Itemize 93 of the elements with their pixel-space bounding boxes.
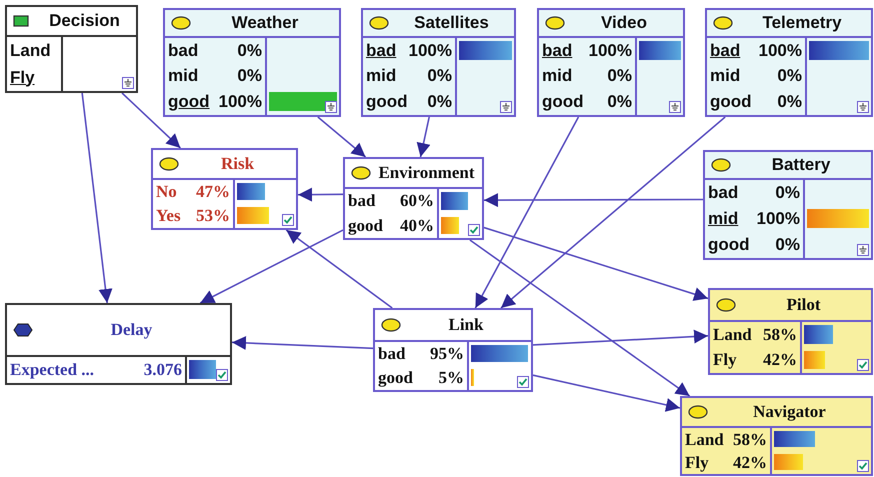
arrow [317, 116, 366, 158]
state-value: 53% [196, 206, 230, 226]
network-node [373, 308, 533, 392]
arrow [484, 226, 708, 301]
state-value: 0% [427, 66, 452, 86]
node-title: Battery [772, 155, 830, 175]
state-label: mid [168, 66, 198, 86]
state-label: Yes [156, 206, 181, 226]
state-value: 58% [733, 430, 767, 450]
network-node [680, 396, 873, 476]
state-value: 100% [218, 92, 262, 112]
state-value: 0% [777, 92, 802, 112]
node-title: Navigator [753, 402, 826, 422]
state-value: 0% [775, 235, 800, 255]
state-value: 100% [408, 40, 452, 61]
state-label: Fly [10, 68, 35, 88]
node-title: Delay [110, 320, 152, 340]
state-value: 100% [756, 209, 800, 229]
state-label: good [710, 92, 752, 112]
network-node [361, 8, 516, 117]
state-value: 0% [607, 92, 632, 112]
state-value: 0% [237, 40, 262, 61]
arrow [474, 116, 580, 308]
state-value: 0% [237, 66, 262, 86]
state-value: 5% [438, 368, 464, 388]
node-title: Telemetry [762, 13, 842, 33]
state-value: 3.076 [144, 360, 182, 380]
state-value: 100% [588, 40, 632, 61]
state-value: 100% [758, 40, 802, 61]
state-label: bad [366, 40, 396, 61]
arrow [286, 229, 393, 309]
node-title: Risk [220, 154, 254, 174]
node-title: Pilot [786, 295, 820, 315]
state-label: good [542, 92, 584, 112]
state-label: good [168, 92, 210, 112]
node-title: Video [601, 13, 647, 33]
state-label: Land [10, 40, 51, 60]
state-label: mid [366, 66, 396, 86]
state-label: Expected ... [10, 360, 94, 380]
network-node [163, 8, 341, 117]
network-node [5, 5, 138, 93]
state-value: 42% [733, 452, 767, 472]
node-title: Satellites [414, 13, 489, 33]
node-title: Decision [49, 11, 120, 31]
state-value: 47% [196, 182, 230, 202]
state-value: 42% [763, 350, 797, 370]
state-value: 0% [427, 92, 452, 112]
state-label: Land [685, 430, 724, 450]
arrow [469, 239, 690, 397]
arrow [200, 229, 344, 304]
node-title: Weather [232, 13, 298, 33]
arrow [532, 330, 708, 346]
state-label: good [348, 216, 383, 236]
state-label: Fly [685, 452, 709, 472]
state-value: 0% [775, 183, 800, 203]
state-label: bad [348, 191, 376, 212]
state-label: bad [378, 344, 406, 364]
arrow [298, 188, 343, 202]
state-label: bad [168, 40, 198, 61]
state-value: 0% [607, 66, 632, 86]
state-label: bad [708, 183, 738, 203]
network-node [705, 8, 873, 117]
network-node [151, 148, 298, 230]
state-value: 60% [400, 191, 434, 212]
arrow [81, 92, 112, 304]
state-label: bad [710, 40, 740, 61]
network-node [343, 157, 484, 240]
state-label: mid [542, 66, 572, 86]
node-title: Environment [378, 163, 475, 183]
state-value: 58% [763, 324, 797, 345]
arrow [532, 374, 680, 412]
state-label: good [708, 235, 750, 255]
network-node [708, 288, 873, 375]
state-label: Land [713, 324, 752, 345]
arrow [232, 336, 374, 350]
network-node [5, 303, 232, 385]
arrow [122, 92, 181, 149]
arrow [416, 116, 430, 158]
state-label: mid [710, 66, 740, 86]
network-node [703, 150, 873, 260]
state-label: good [378, 368, 413, 388]
state-value: 40% [400, 216, 434, 236]
state-value: 0% [777, 66, 802, 86]
state-label: No [156, 182, 177, 202]
arrow [500, 116, 726, 309]
state-label: good [366, 92, 408, 112]
state-label: bad [542, 40, 572, 61]
state-label: mid [708, 209, 738, 229]
state-label: Fly [713, 350, 737, 370]
node-title: Link [448, 315, 484, 335]
arrow [484, 193, 703, 208]
network-node [537, 8, 685, 117]
state-value: 95% [430, 344, 464, 364]
